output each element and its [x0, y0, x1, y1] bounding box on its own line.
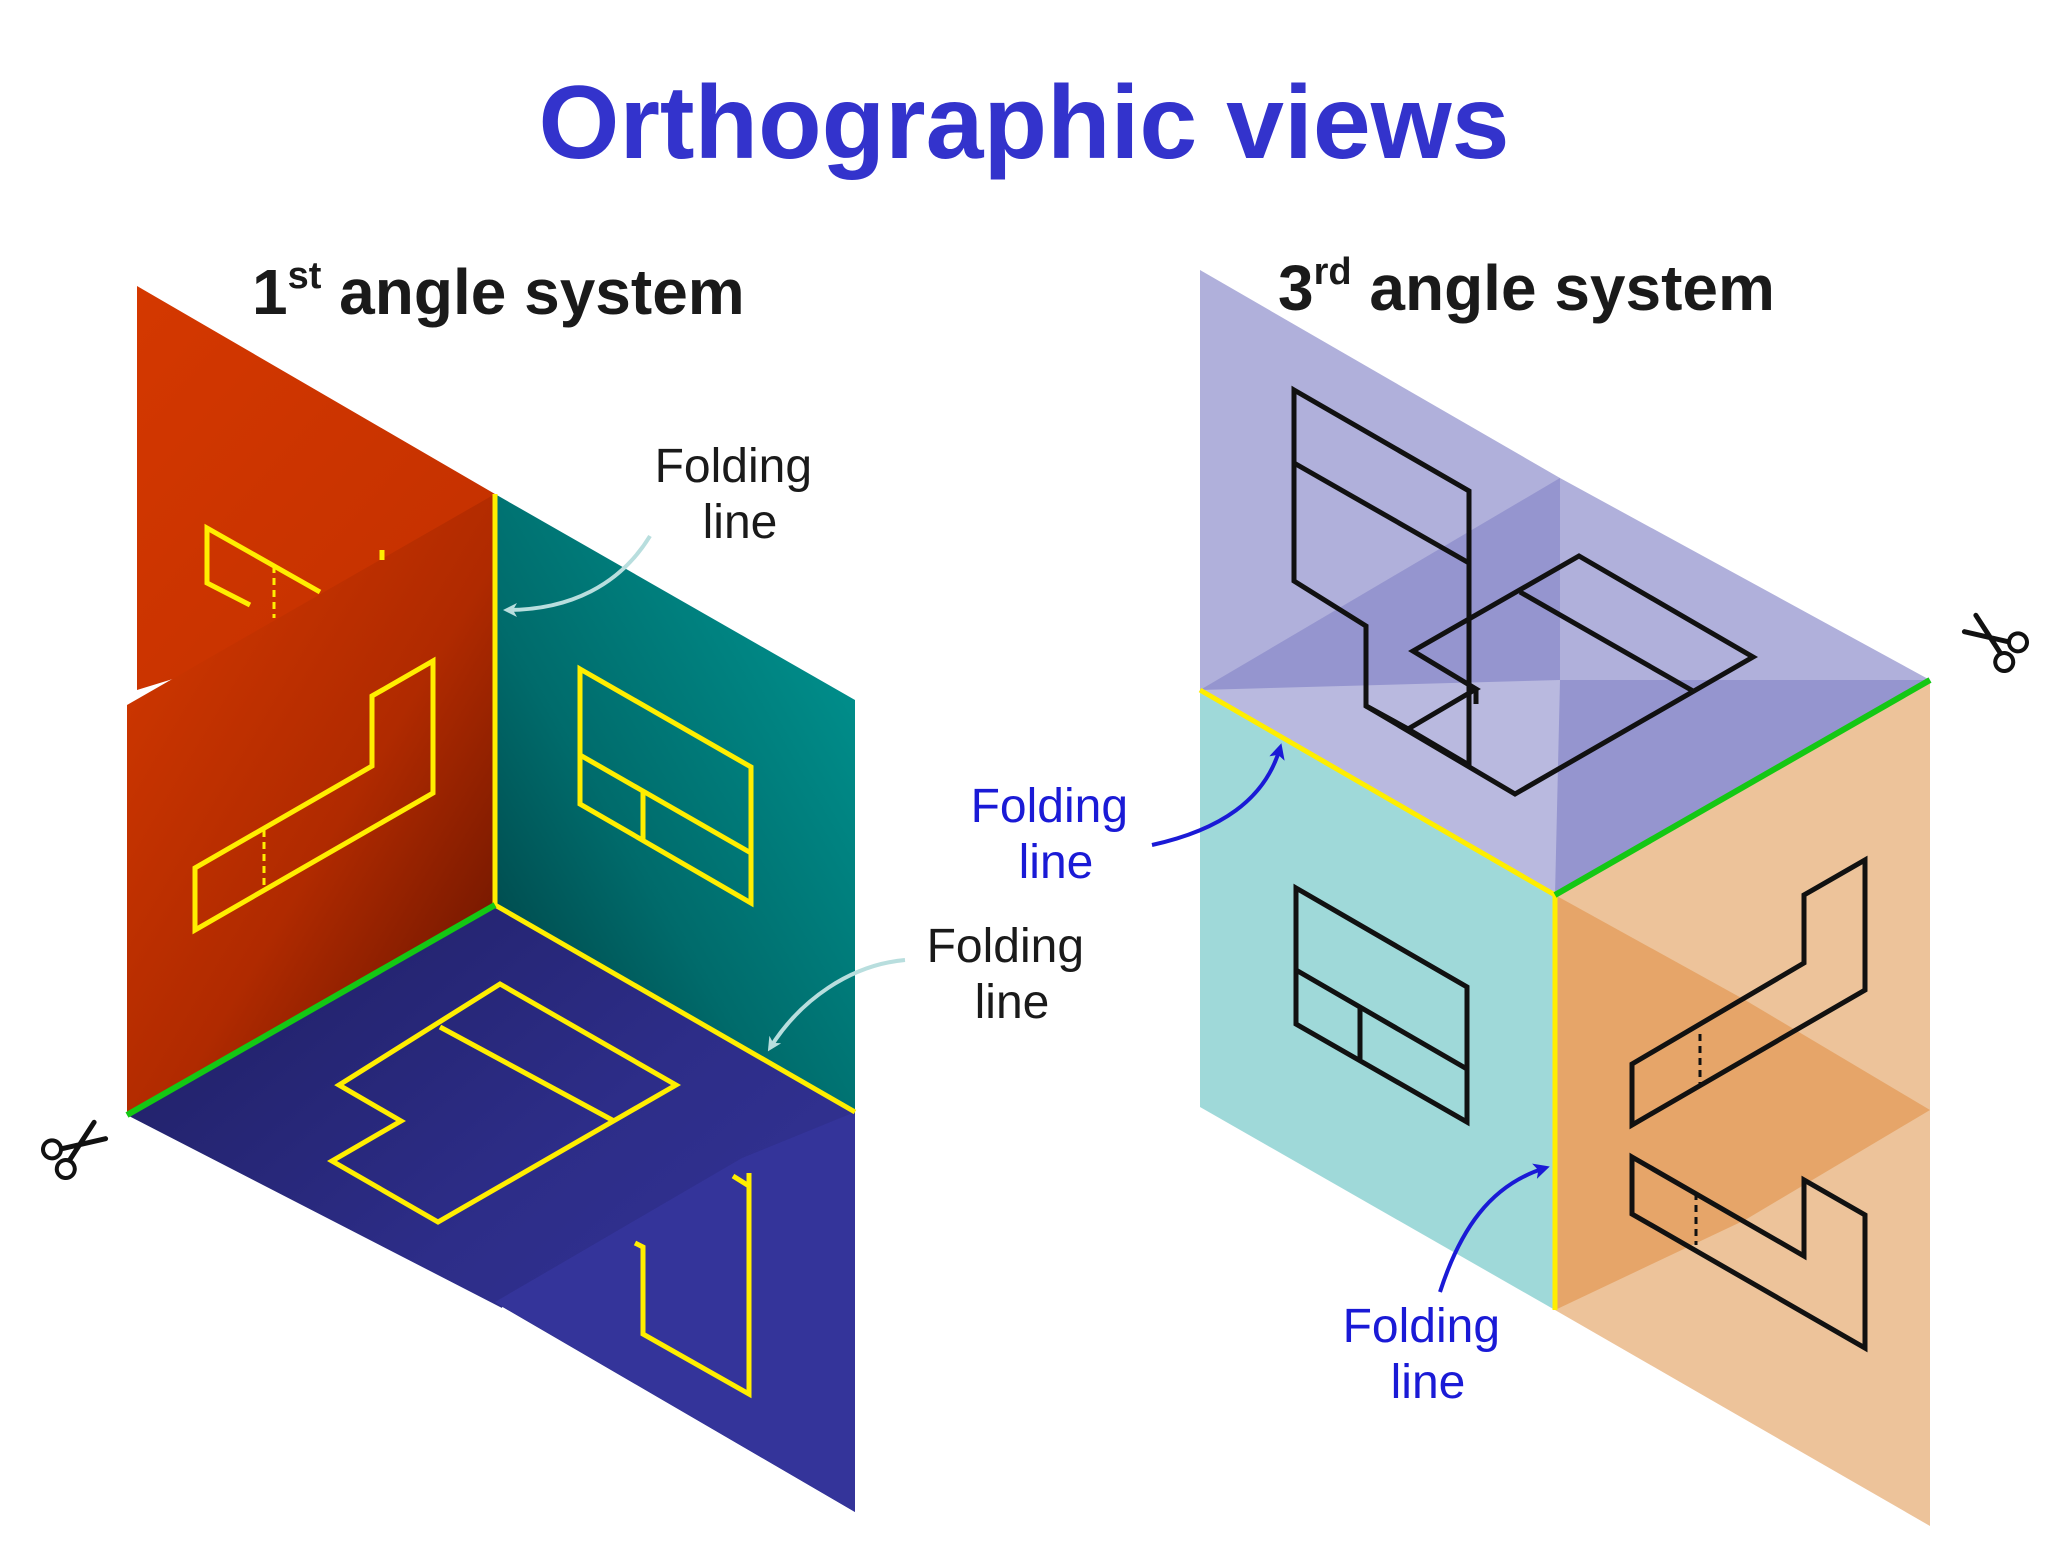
folding-label-blue-left-line2: line — [1019, 836, 1094, 889]
front-view-outline — [192, 656, 436, 935]
third-angle-diagram: 3rd angle system Folding line Folding li… — [971, 251, 2029, 1526]
first-angle-heading: 1st angle system — [252, 255, 745, 328]
scissors-icon — [1961, 612, 2029, 674]
first-angle-number: 1 — [252, 256, 288, 328]
folding-label-blue-left-line1: Folding — [971, 780, 1128, 833]
scissors-icon — [41, 1119, 109, 1181]
top-plan-outline — [1364, 553, 1758, 797]
arrow-icon — [503, 534, 652, 617]
fold-line-right — [493, 902, 857, 1115]
third-angle-right-overlap — [1555, 895, 1930, 1310]
fold-line-left — [125, 902, 497, 1118]
first-angle-right-panel — [495, 494, 855, 1112]
first-angle-bottom-lower-panel — [495, 1112, 855, 1512]
third-angle-heading: 3rd angle system — [1278, 251, 1775, 324]
first-angle-left-panel — [127, 494, 495, 1115]
third-angle-rest: angle system — [1352, 252, 1775, 324]
folding-label-blue-bottom-line1: Folding — [1343, 1300, 1500, 1353]
back-view-outline — [204, 523, 322, 608]
folding-label-blue-bottom-line2: line — [1391, 1356, 1466, 1409]
plan-view-divider — [438, 1024, 616, 1124]
third-angle-number: 3 — [1278, 252, 1314, 324]
plan-view-outline — [327, 981, 682, 1225]
lower-view-outline — [633, 1173, 752, 1399]
arrow-icon — [1151, 743, 1285, 847]
page-title: Orthographic views — [539, 65, 1510, 181]
folding-label-bottom-line1: Folding — [927, 920, 1084, 973]
first-angle-rest: angle system — [321, 256, 744, 328]
first-angle-suffix: st — [288, 255, 322, 297]
folding-label-top-line2: line — [703, 496, 778, 549]
arrow-icon — [1438, 1163, 1550, 1293]
folding-label-top-line1: Folding — [655, 440, 812, 493]
top-plan-divider — [1518, 589, 1695, 694]
first-angle-diagram: 1st angle system Folding line Folding li… — [41, 255, 1098, 1512]
third-angle-top-overlap — [1200, 478, 1930, 895]
third-front-view-outline — [1293, 883, 1470, 1127]
top-back-divider — [1292, 460, 1471, 566]
third-angle-suffix: rd — [1314, 251, 1352, 293]
third-side-view-lower — [1629, 1152, 1868, 1353]
folding-label-bottom: Folding line — [927, 920, 1098, 1029]
fold-line-top-left — [1198, 687, 1557, 898]
fold-line-top-right — [1553, 677, 1932, 898]
side-view-outline — [577, 664, 754, 908]
lower-view-edge — [731, 1173, 751, 1189]
folding-label-blue-bottom: Folding line — [1343, 1300, 1514, 1409]
folding-label-bottom-line2: line — [975, 976, 1050, 1029]
third-side-view-upper — [1629, 855, 1868, 1130]
folding-label-blue-left: Folding line — [971, 780, 1142, 889]
folding-label-top: Folding line — [655, 440, 826, 549]
side-view-divider-h — [578, 752, 753, 856]
arrow-icon — [767, 958, 906, 1052]
third-front-view-divider-h — [1294, 967, 1469, 1072]
